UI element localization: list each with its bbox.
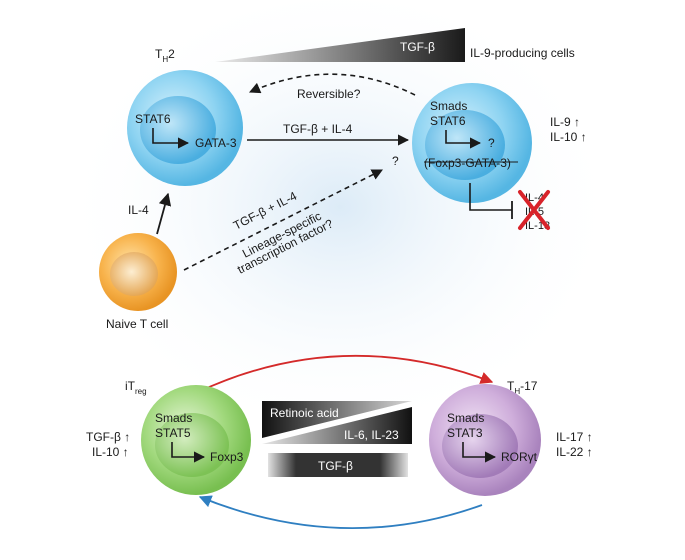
stat5-label: STAT5	[155, 426, 191, 440]
rorgt-label: RORγt	[501, 450, 538, 464]
question-dashed-label: ?	[392, 154, 399, 168]
il6-il23-label: IL-6, IL-23	[344, 428, 399, 442]
foxp3-gata3-label: (Foxp3-GATA-3)	[424, 156, 511, 170]
smads-top-right-label: Smads	[430, 99, 467, 113]
itreg-to-th17-red-arrow	[197, 354, 494, 393]
stat6-right-label: STAT6	[430, 114, 466, 128]
itreg-label: iTreg	[125, 379, 147, 396]
red-cross-icon	[518, 190, 550, 230]
naive-t-cell	[99, 233, 177, 311]
itreg-cell	[141, 385, 251, 495]
il22-up-label: IL-22 ↑	[556, 445, 593, 459]
tgfb-il4-top-label: TGF-β + IL-4	[283, 122, 353, 136]
th17-label: TH-17	[507, 379, 538, 396]
stat3-label: STAT3	[447, 426, 483, 440]
tgfb-up-label: TGF-β ↑	[86, 430, 130, 444]
il4-arrow-label: IL-4	[128, 203, 149, 217]
th17-to-itreg-blue-arrow	[198, 495, 483, 530]
smads-bottom-left-label: Smads	[155, 411, 192, 425]
th17-cell	[429, 384, 541, 496]
il4-arrow	[156, 192, 172, 235]
naive-t-cell-label: Naive T cell	[106, 317, 168, 331]
foxp3-label: Foxp3	[210, 450, 244, 464]
tgfb-gradient-wedge	[215, 28, 465, 62]
il17-up-label: IL-17 ↑	[556, 430, 593, 444]
retinoic-acid-label: Retinoic acid	[270, 406, 339, 420]
retinoic-acid-gradient	[262, 401, 412, 438]
tgfb-bar	[268, 453, 408, 477]
smads-bottom-right-label: Smads	[447, 411, 484, 425]
il9-up-label: IL-9 ↑	[550, 115, 580, 129]
reversible-dashed-arrow	[248, 73, 416, 96]
il10-up-right-label: IL-10 ↑	[550, 130, 587, 144]
reversible-label: Reversible?	[297, 87, 361, 101]
tgfb-wedge-label: TGF-β	[400, 40, 435, 54]
gata3-label: GATA-3	[195, 136, 237, 150]
il6-il23-gradient	[262, 407, 412, 444]
repression-line	[469, 183, 512, 211]
naive-to-il9-dashed-arrow	[183, 169, 383, 271]
stat6-to-gata3-arrow	[152, 128, 190, 149]
th2-cell	[127, 70, 243, 186]
il10-up-left-label: IL-10 ↑	[92, 445, 129, 459]
stat6-right-arrow	[445, 130, 482, 149]
stat6-left-label: STAT6	[135, 112, 171, 126]
stat3-to-rorgt-arrow	[462, 442, 497, 463]
stat5-to-foxp3-arrow	[171, 442, 206, 463]
il9-producing-cells-label: IL-9-producing cells	[470, 46, 575, 60]
question-right-label: ?	[488, 136, 495, 150]
tgfb-bar-label: TGF-β	[318, 459, 353, 473]
th2-label: TH2	[155, 47, 175, 64]
